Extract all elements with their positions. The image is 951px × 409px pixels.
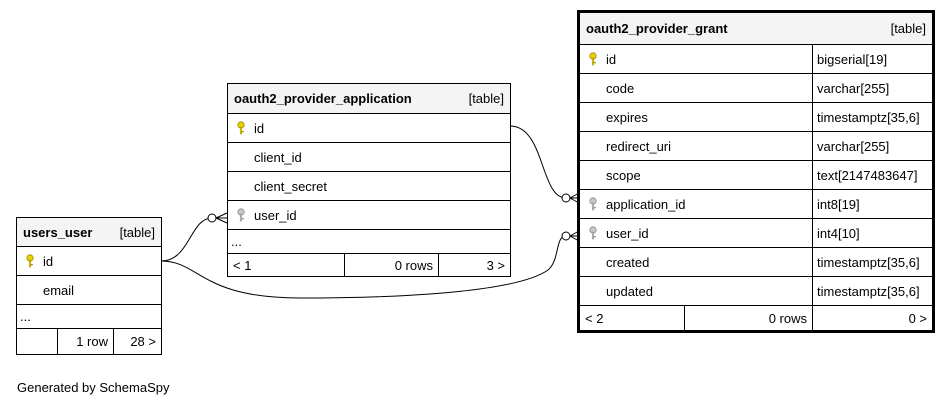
- column-name: id: [43, 253, 54, 269]
- table-oauth2-provider-application[interactable]: oauth2_provider_application [table] id c…: [227, 83, 511, 277]
- column-type: varchar[255]: [812, 132, 932, 160]
- column-row[interactable]: scope text[2147483647]: [580, 160, 932, 189]
- column-type: int8[19]: [812, 190, 932, 218]
- table-header: oauth2_provider_grant [table]: [580, 13, 932, 44]
- column-row[interactable]: application_id int8[19]: [580, 189, 932, 218]
- link-user-to-grant: [160, 235, 567, 299]
- more-indicator: ...: [20, 309, 31, 324]
- primary-key-icon: [26, 254, 34, 268]
- link-optional-marker: [561, 193, 571, 203]
- table-oauth2-provider-grant[interactable]: oauth2_provider_grant [table] id bigseri…: [577, 10, 935, 333]
- generated-by-caption: Generated by SchemaSpy: [17, 380, 170, 395]
- column-name: code: [606, 80, 635, 96]
- column-name: client_secret: [254, 178, 327, 194]
- column-row[interactable]: email: [17, 275, 161, 304]
- more-columns-row: ...: [228, 229, 510, 253]
- more-columns-row: ...: [17, 304, 161, 328]
- column-row[interactable]: id: [228, 113, 510, 142]
- table-footer: 1 row 28 >: [17, 328, 161, 354]
- column-row[interactable]: user_id: [228, 200, 510, 229]
- column-name: created: [606, 254, 650, 270]
- parents-count[interactable]: [17, 329, 57, 354]
- table-footer: < 2 0 rows 0 >: [580, 305, 932, 330]
- row-count: 0 rows: [344, 254, 438, 276]
- primary-key-icon: [237, 121, 245, 135]
- column-name: updated: [606, 283, 653, 299]
- column-type: timestamptz[35,6]: [812, 248, 932, 276]
- column-name: id: [254, 120, 265, 136]
- row-count: 0 rows: [684, 306, 812, 330]
- column-row[interactable]: client_secret: [228, 171, 510, 200]
- column-row[interactable]: user_id int4[10]: [580, 218, 932, 247]
- table-name: oauth2_provider_grant: [586, 21, 728, 36]
- table-name: oauth2_provider_application: [234, 91, 412, 106]
- foreign-key-icon: [589, 226, 597, 240]
- more-indicator: ...: [231, 234, 242, 249]
- column-type: bigserial[19]: [812, 45, 932, 73]
- column-row[interactable]: code varchar[255]: [580, 73, 932, 102]
- link-user-to-application: [160, 217, 213, 262]
- table-name: users_user: [23, 224, 93, 240]
- column-name: id: [606, 51, 617, 67]
- link-optional-marker: [207, 213, 217, 223]
- column-name: application_id: [606, 196, 686, 212]
- table-header: users_user [table]: [17, 218, 161, 246]
- column-type: text[2147483647]: [812, 161, 932, 189]
- table-type: [table]: [890, 21, 926, 36]
- column-type: int4[10]: [812, 219, 932, 247]
- table-footer: < 1 0 rows 3 >: [228, 253, 510, 276]
- column-row[interactable]: expires timestamptz[35,6]: [580, 102, 932, 131]
- children-count[interactable]: 3 >: [438, 254, 510, 276]
- column-name: scope: [606, 167, 641, 183]
- row-count: 1 row: [57, 329, 113, 354]
- column-type: timestamptz[35,6]: [812, 103, 932, 131]
- foreign-key-icon: [237, 208, 245, 222]
- foreign-key-icon: [589, 197, 597, 211]
- column-row[interactable]: created timestamptz[35,6]: [580, 247, 932, 276]
- column-row[interactable]: id bigserial[19]: [580, 44, 932, 73]
- column-name: user_id: [254, 207, 297, 223]
- column-name: redirect_uri: [606, 138, 672, 154]
- column-type: timestamptz[35,6]: [812, 277, 932, 305]
- column-type: varchar[255]: [812, 74, 932, 102]
- primary-key-icon: [589, 52, 597, 66]
- column-row[interactable]: client_id: [228, 142, 510, 171]
- column-row[interactable]: id: [17, 246, 161, 275]
- parents-count[interactable]: < 2: [585, 310, 604, 326]
- column-name: email: [43, 282, 75, 298]
- table-header: oauth2_provider_application [table]: [228, 84, 510, 113]
- table-type: [table]: [468, 91, 504, 106]
- column-name: expires: [606, 109, 648, 125]
- children-count[interactable]: 28 >: [113, 329, 161, 354]
- link-application-to-grant: [509, 125, 567, 199]
- column-row[interactable]: updated timestamptz[35,6]: [580, 276, 932, 305]
- column-name: user_id: [606, 225, 649, 241]
- table-type: [table]: [119, 224, 155, 240]
- table-users-user[interactable]: users_user [table] id email ... 1 row 28…: [16, 217, 162, 355]
- column-name: client_id: [254, 149, 302, 165]
- parents-count[interactable]: < 1: [233, 257, 252, 273]
- children-count[interactable]: 0 >: [812, 306, 932, 330]
- link-crowfoot-marker: [215, 212, 228, 224]
- link-optional-marker: [561, 231, 571, 241]
- column-row[interactable]: redirect_uri varchar[255]: [580, 131, 932, 160]
